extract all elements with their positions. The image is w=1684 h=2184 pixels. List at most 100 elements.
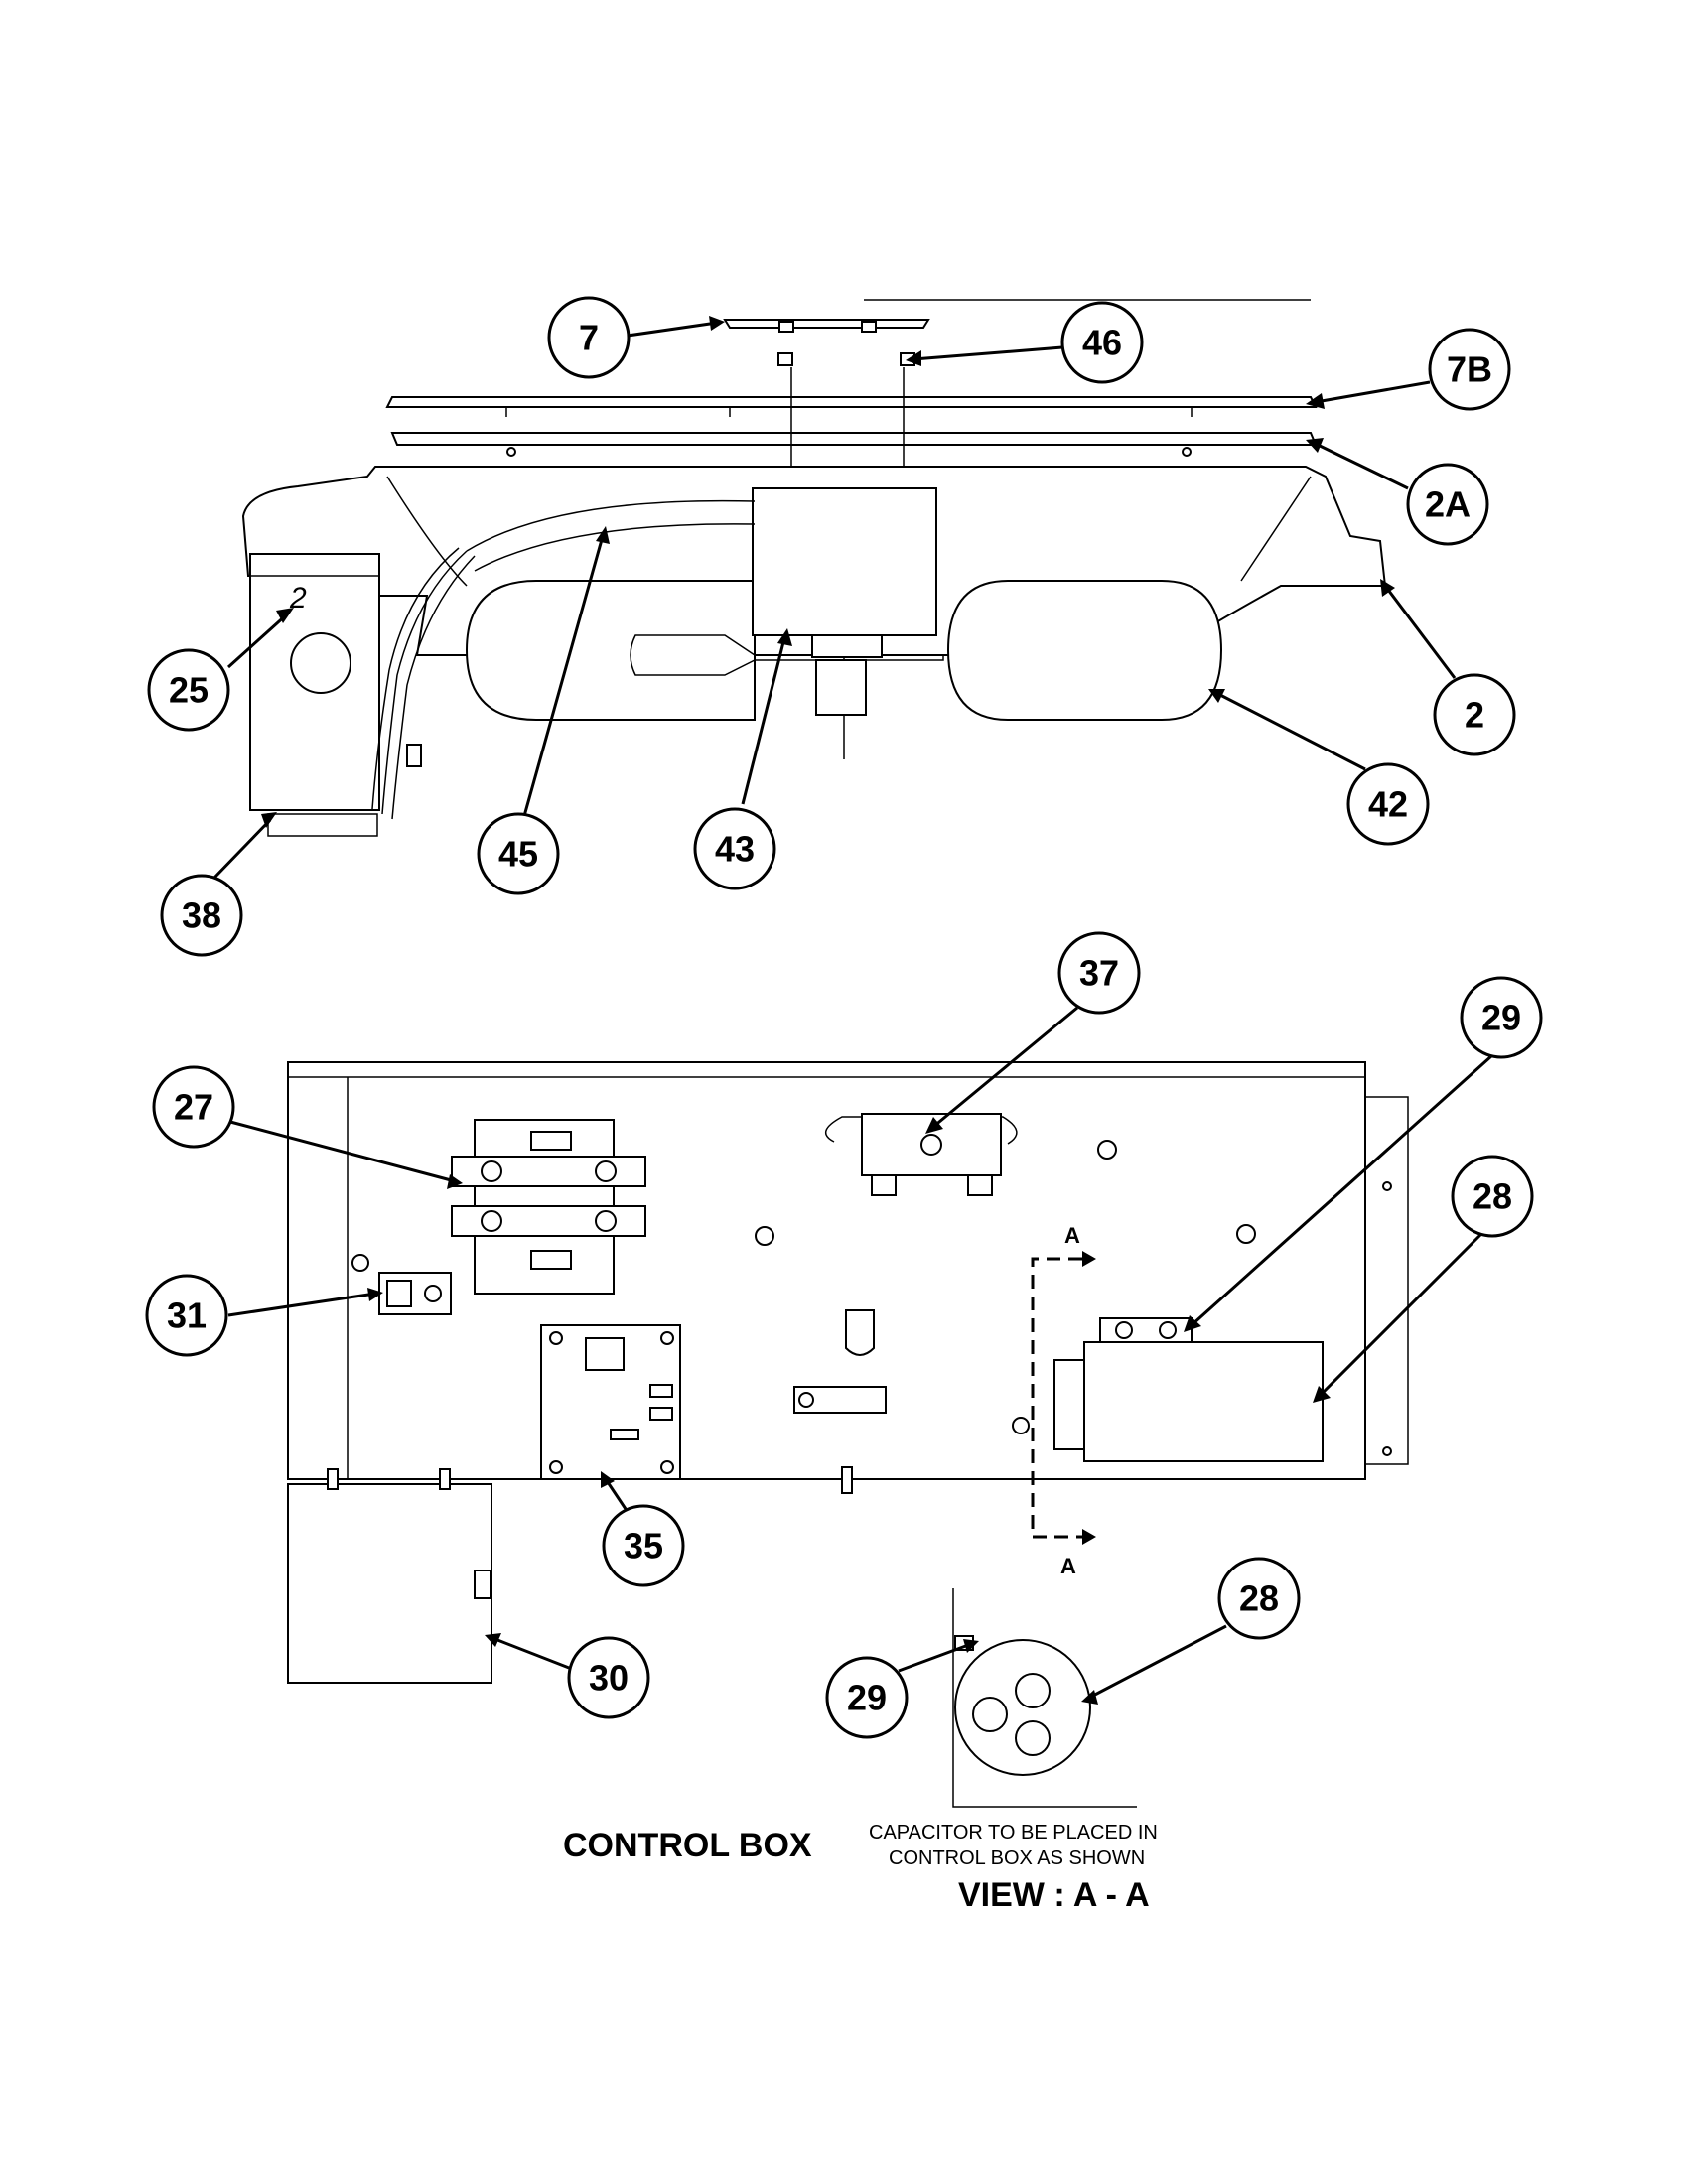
capacitor-terminal	[972, 1697, 1008, 1732]
wire-clip	[406, 744, 422, 767]
motor-base	[811, 634, 883, 658]
motor-part-43	[752, 487, 937, 636]
leader-lines	[211, 321, 1503, 1700]
cover-part-30	[287, 1483, 492, 1684]
callout-35: 35	[602, 1504, 685, 1587]
panel-flange	[1365, 1096, 1409, 1465]
callout-29-top: 29	[1460, 976, 1543, 1059]
capacitor-terminal	[1015, 1720, 1051, 1756]
panel-hole	[1382, 1181, 1392, 1191]
svg-text:35: 35	[624, 1526, 663, 1567]
leader-42	[1215, 691, 1366, 771]
arrowhead	[963, 1639, 979, 1653]
leader-28-view	[1088, 1624, 1227, 1700]
callout-42: 42	[1346, 762, 1430, 846]
svg-text:25: 25	[169, 670, 209, 711]
bracket-screw	[798, 1392, 814, 1408]
callout-31: 31	[145, 1274, 228, 1357]
box-knockout	[290, 632, 351, 694]
panel-hole	[1097, 1140, 1117, 1160]
leader-38	[211, 818, 272, 881]
svg-text:38: 38	[182, 895, 221, 936]
svg-text:37: 37	[1079, 953, 1119, 994]
arrowhead	[367, 1288, 383, 1301]
arrowhead	[709, 316, 725, 331]
cover-tab	[474, 1570, 491, 1599]
panel-hole	[351, 1254, 369, 1272]
leader-29-view	[898, 1642, 972, 1673]
cover-post	[439, 1468, 451, 1490]
callout-45: 45	[477, 812, 560, 895]
svg-text:28: 28	[1239, 1578, 1279, 1619]
leader-43	[741, 637, 786, 805]
view-a-a	[952, 1588, 1137, 1808]
bracket-part-7	[723, 319, 930, 329]
screw-part-46	[777, 352, 793, 366]
svg-text:30: 30	[589, 1658, 629, 1699]
wire-harness-part-38	[371, 547, 476, 820]
svg-text:7: 7	[579, 318, 599, 358]
svg-text:28: 28	[1473, 1176, 1512, 1217]
arrowhead	[1208, 689, 1225, 703]
switch-part-31	[378, 1272, 452, 1315]
arrowhead	[925, 1117, 943, 1134]
panel-hole	[1382, 1446, 1392, 1456]
svg-text:43: 43	[715, 829, 755, 870]
arrowhead	[1306, 393, 1325, 409]
contactor-part-27	[451, 1119, 646, 1295]
callout-43: 43	[693, 807, 776, 890]
svg-text:42: 42	[1368, 784, 1408, 825]
callout-2: 2	[1433, 673, 1516, 756]
bracket-tab	[861, 321, 877, 333]
tank-tube	[630, 634, 944, 676]
arrowhead	[601, 1471, 615, 1488]
leader-2	[1383, 585, 1457, 679]
tank-left-part-42	[465, 580, 756, 721]
section-arrow	[1082, 1529, 1096, 1545]
housing-shroud	[386, 476, 1312, 587]
view-caption: VIEW : A - A	[958, 1876, 1150, 1914]
arrowhead	[1313, 1386, 1331, 1403]
callout-27: 27	[152, 1065, 235, 1149]
svg-text:2: 2	[1465, 695, 1484, 736]
mounting-slot	[845, 1309, 875, 1356]
leader-28	[1319, 1232, 1483, 1397]
upper-assembly: 2	[241, 299, 1387, 837]
svg-text:46: 46	[1082, 323, 1122, 363]
panel-hole	[1012, 1417, 1030, 1434]
arrowhead	[906, 350, 921, 366]
svg-text:29: 29	[847, 1678, 887, 1718]
callout-29-view: 29	[825, 1656, 909, 1739]
svg-text:45: 45	[498, 834, 538, 875]
svg-text:31: 31	[167, 1296, 207, 1336]
leader-2a	[1315, 442, 1409, 490]
capacitor-end-view	[954, 1639, 1091, 1776]
leader-7b	[1315, 380, 1431, 404]
callout-7b: 7B	[1428, 328, 1511, 411]
duct-part-45	[466, 499, 756, 572]
section-line-a-a	[1031, 1257, 1082, 1539]
motor-shaft-bracket	[815, 659, 867, 716]
capacitor-note-line1: CAPACITOR TO BE PLACED IN	[869, 1822, 1158, 1843]
control-board-part-35	[540, 1324, 681, 1480]
top-rail-part-7b	[385, 396, 1318, 408]
arrowhead	[485, 1633, 501, 1647]
wire-loop	[267, 813, 378, 837]
plate-hole	[506, 447, 516, 457]
section-mark-bottom: A	[1060, 1554, 1076, 1578]
callout-38: 38	[160, 874, 243, 957]
callout-28-top: 28	[1451, 1155, 1534, 1238]
leader-29	[1190, 1045, 1503, 1327]
svg-text:27: 27	[174, 1087, 213, 1128]
panel-hole	[1236, 1224, 1256, 1244]
section-mark-top: A	[1064, 1223, 1080, 1248]
callout-2a: 2A	[1406, 463, 1489, 546]
plate-part-2a	[390, 432, 1318, 446]
callout-46: 46	[1060, 301, 1144, 384]
view-bracket	[952, 1588, 1137, 1808]
callout-28-view: 28	[1217, 1557, 1301, 1640]
leader-27	[229, 1120, 456, 1183]
leader-31	[227, 1292, 376, 1317]
capacitor-part-28	[1053, 1317, 1324, 1462]
plate-hole	[1182, 447, 1192, 457]
